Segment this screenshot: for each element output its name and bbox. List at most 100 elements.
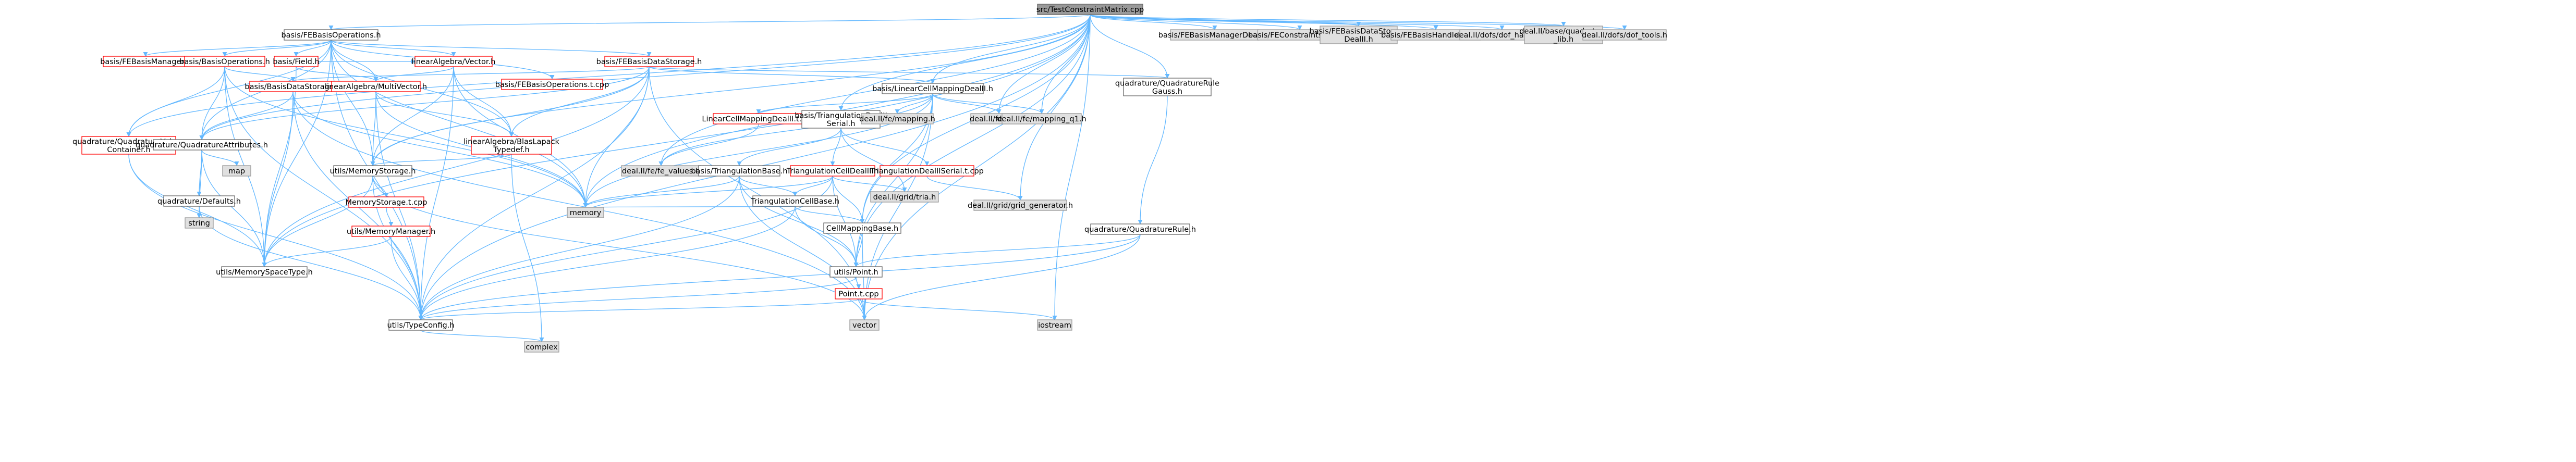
edge-qattr-to-memspace [201, 149, 267, 267]
node-string[interactable]: string [185, 217, 214, 229]
node-label: iostream [1038, 321, 1071, 330]
edge-tridealsert-to-gridgen [926, 176, 1023, 201]
node-box[interactable] [331, 81, 421, 92]
node-box[interactable] [274, 56, 319, 67]
node-label: src/TestConstraintMatrix.cpp [1036, 6, 1144, 14]
node-root[interactable]: src/TestConstraintMatrix.cpp [1036, 4, 1144, 15]
node-box[interactable] [222, 165, 251, 177]
node-tribase[interactable]: basis/TriangulationBase.h [691, 165, 788, 177]
node-box[interactable] [501, 79, 603, 90]
node-box[interactable] [790, 165, 875, 177]
node-box[interactable] [1123, 78, 1212, 96]
edge-lcmdeal-to-lcmt [756, 93, 933, 114]
node-map[interactable]: map [222, 165, 251, 177]
node-box[interactable] [880, 165, 974, 177]
node-lamv[interactable]: linearAlgebra/MultiVector.h [325, 81, 427, 92]
node-box[interactable] [471, 136, 552, 155]
node-gridtria[interactable]: deal.II/grid/tria.h [870, 191, 939, 203]
node-box[interactable] [1320, 26, 1398, 44]
node-box[interactable] [698, 165, 780, 177]
node-tricelldeal[interactable]: TriangulationCellDealII.h [786, 165, 878, 177]
node-label: quadrature/QuadratureRule [1115, 79, 1219, 88]
node-fecon[interactable]: basis/FEBasisManagerDealII.h [1158, 29, 1272, 41]
node-feops[interactable]: basis/FEBasisOperations.h [281, 29, 381, 41]
node-box[interactable] [1090, 223, 1190, 235]
node-box[interactable] [823, 222, 901, 234]
node-box[interactable] [1037, 319, 1072, 331]
node-field[interactable]: basis/Field.h [273, 56, 320, 67]
node-box[interactable] [1002, 113, 1082, 124]
edge-typecfg-to-complex [420, 330, 544, 342]
edge-lcmdeal-to-mapq1 [932, 93, 1044, 114]
node-box[interactable] [184, 56, 265, 67]
node-mem[interactable]: utils/MemoryStorage.h [330, 165, 416, 177]
node-memmgr[interactable]: utils/MemoryManager.h [347, 226, 435, 237]
edge-root-to-memspace [262, 14, 1091, 267]
node-gridgen[interactable]: deal.II/grid/grid_generator.h [968, 199, 1073, 211]
node-iostream[interactable]: iostream [1037, 319, 1072, 331]
node-qdefs[interactable]: quadrature/Defaults.h [157, 195, 241, 207]
node-complex[interactable]: complex [524, 341, 559, 353]
node-qattr[interactable]: quadrature/QuadratureAttributes.h [136, 139, 268, 151]
node-lcmt[interactable]: LinearCellMappingDealII.t.cpp [702, 113, 815, 124]
node-bops[interactable]: basis/BasisOperations.h [179, 56, 270, 67]
edge-root-to-qvc [126, 14, 1091, 137]
node-typecfg[interactable]: utils/TypeConfig.h [387, 319, 455, 331]
node-label: Gauss.h [1152, 88, 1182, 96]
node-box[interactable] [333, 165, 412, 177]
node-bds[interactable]: basis/BasisDataStorage.h [245, 81, 341, 92]
node-label: LinearCellMappingDealII.t.cpp [702, 115, 815, 123]
edge-lcmdeal-to-fevals [658, 93, 933, 166]
node-label: utils/Point.h [834, 268, 878, 277]
node-tricellbase[interactable]: TriangulationCellBase.h [750, 195, 839, 207]
node-box[interactable] [221, 266, 308, 278]
node-femgr[interactable]: basis/FEBasisManager.h [100, 56, 191, 67]
node-box[interactable] [829, 266, 883, 278]
node-box[interactable] [752, 195, 838, 207]
node-box[interactable] [163, 195, 235, 207]
node-mapq1[interactable]: deal.II/fe/mapping_q1.h [997, 113, 1086, 124]
node-vector[interactable]: vector [849, 319, 880, 331]
node-point[interactable]: utils/Point.h [829, 266, 883, 278]
node-box[interactable] [973, 199, 1067, 211]
node-box[interactable] [882, 83, 984, 94]
node-pointt[interactable]: Point.t.cpp [835, 288, 883, 299]
node-box[interactable] [567, 207, 604, 218]
edge-tribase-to-typecfg [418, 176, 740, 320]
node-cellmap[interactable]: CellMappingBase.h [823, 222, 901, 234]
node-box[interactable] [1037, 4, 1143, 15]
node-memspace[interactable]: utils/MemorySpaceType.h [216, 266, 313, 278]
node-tridealsert[interactable]: TriangulationDealIISerial.t.cpp [870, 165, 984, 177]
node-memt[interactable]: MemoryStorage.t.cpp [346, 196, 428, 208]
edge-qattr-to-map [201, 149, 239, 166]
node-feopst[interactable]: basis/FEBasisOperations.t.cpp [495, 79, 609, 90]
node-box[interactable] [861, 113, 934, 124]
node-box[interactable] [870, 191, 939, 203]
node-box[interactable] [1582, 29, 1667, 41]
node-memory[interactable]: memory [567, 207, 604, 218]
node-box[interactable] [388, 319, 453, 331]
node-box[interactable] [351, 226, 431, 237]
edge-tricelldeal-to-tricellbase [792, 176, 833, 196]
node-fevals[interactable]: deal.II/fe/fe_values.h [621, 165, 701, 177]
node-box[interactable] [284, 29, 379, 41]
node-lavec[interactable]: linearAlgebra/Vector.h [412, 56, 496, 67]
node-box[interactable] [414, 56, 493, 67]
node-box[interactable] [524, 341, 559, 353]
node-box[interactable] [604, 56, 694, 67]
node-box[interactable] [185, 217, 214, 229]
node-lcmdeal[interactable]: basis/LinearCellMappingDealII.h [872, 83, 993, 94]
node-box[interactable] [835, 288, 883, 299]
node-femapping[interactable]: deal.II/fe/mapping.h [859, 113, 935, 124]
node-qrule[interactable]: quadrature/QuadratureRule.h [1084, 223, 1196, 235]
node-feds[interactable]: basis/FEBasisDataStorage.h [596, 56, 702, 67]
node-doftools[interactable]: deal.II/dofs/dof_tools.h [1582, 29, 1667, 41]
node-box[interactable] [849, 319, 880, 331]
edge-root-to-dofh [1090, 14, 1505, 30]
edge-bds-to-memspace [262, 91, 294, 267]
node-box[interactable] [348, 196, 424, 208]
node-box[interactable] [153, 139, 251, 151]
